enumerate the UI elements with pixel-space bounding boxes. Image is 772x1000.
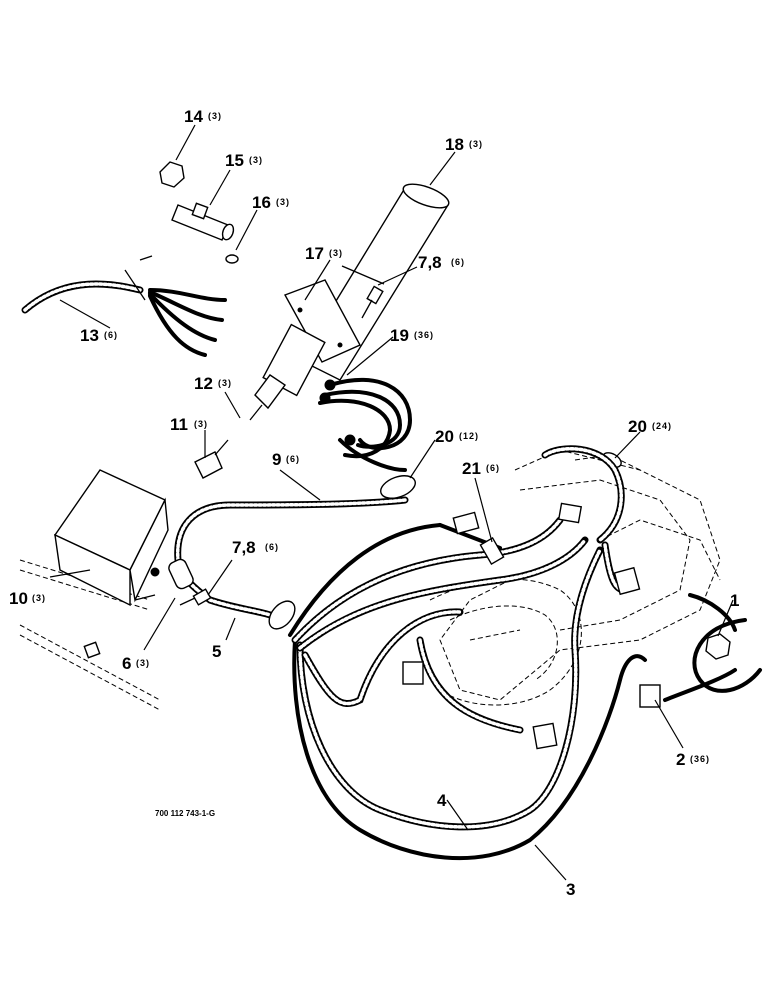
callout-3: 3 bbox=[566, 880, 575, 899]
svg-text:(3): (3) bbox=[249, 155, 263, 165]
part-9-hose bbox=[174, 496, 409, 624]
part-2-sensors bbox=[402, 502, 661, 750]
part-3-hose bbox=[292, 638, 647, 861]
callout-16: 16 (3) bbox=[252, 193, 290, 212]
part-7-8-bolt-upper bbox=[361, 285, 384, 319]
callout-2: 2 (36) bbox=[676, 750, 710, 769]
callout-6: 6 (3) bbox=[122, 654, 150, 673]
svg-text:10: 10 bbox=[9, 589, 28, 608]
svg-text:(3): (3) bbox=[208, 111, 222, 121]
callout-15: 15 (3) bbox=[225, 151, 263, 170]
part-20-clamp-upper bbox=[380, 475, 416, 499]
svg-text:1: 1 bbox=[730, 591, 739, 610]
svg-text:(3): (3) bbox=[469, 139, 483, 149]
svg-text:3: 3 bbox=[566, 880, 575, 899]
svg-text:(6): (6) bbox=[104, 330, 118, 340]
part-7-8-bolt-lower bbox=[179, 588, 212, 606]
hose-bundle-center bbox=[288, 445, 737, 734]
part-4-hose bbox=[296, 546, 604, 831]
svg-text:21: 21 bbox=[462, 459, 481, 478]
svg-text:7,8: 7,8 bbox=[232, 538, 256, 557]
callout-18: 18 (3) bbox=[445, 135, 483, 154]
svg-text:7,8: 7,8 bbox=[418, 253, 442, 272]
callout-1: 1 bbox=[730, 591, 739, 610]
svg-text:16: 16 bbox=[252, 193, 271, 212]
svg-text:(12): (12) bbox=[459, 431, 479, 441]
machine-frame-outline bbox=[429, 449, 721, 706]
callout-7-8-lower: 7,8 (6) bbox=[232, 538, 279, 557]
part-10-cover-box bbox=[53, 469, 169, 607]
svg-text:(3): (3) bbox=[276, 197, 290, 207]
svg-text:(3): (3) bbox=[32, 593, 46, 603]
callout-21: 21 (6) bbox=[462, 459, 500, 478]
svg-text:20: 20 bbox=[435, 427, 454, 446]
callout-5: 5 bbox=[212, 642, 221, 661]
svg-text:4: 4 bbox=[437, 791, 447, 810]
svg-text:19: 19 bbox=[390, 326, 409, 345]
svg-text:13: 13 bbox=[80, 326, 99, 345]
callout-13: 13 (6) bbox=[80, 326, 118, 345]
svg-text:(6): (6) bbox=[286, 454, 300, 464]
part-17-mount-plate bbox=[262, 279, 361, 397]
part-15-adapter bbox=[171, 202, 235, 241]
callout-7-8-upper: 7,8 (6) bbox=[418, 253, 465, 272]
svg-text:15: 15 bbox=[225, 151, 244, 170]
part-12-stem bbox=[249, 374, 286, 421]
svg-text:(6): (6) bbox=[486, 463, 500, 473]
svg-text:12: 12 bbox=[194, 374, 213, 393]
part-16-o-ring bbox=[225, 254, 239, 264]
part-21-sensor bbox=[452, 511, 505, 565]
callout-9: 9 (6) bbox=[272, 450, 300, 469]
callout-10: 10 (3) bbox=[9, 589, 46, 608]
svg-text:6: 6 bbox=[122, 654, 131, 673]
svg-text:(24): (24) bbox=[652, 421, 672, 431]
svg-text:14: 14 bbox=[184, 107, 203, 126]
svg-text:20: 20 bbox=[628, 417, 647, 436]
callout-4: 4 bbox=[437, 791, 447, 810]
callout-20-upper: 20 (12) bbox=[435, 427, 479, 446]
part-1-fitting bbox=[692, 618, 762, 693]
svg-text:18: 18 bbox=[445, 135, 464, 154]
part-11-fitting bbox=[194, 439, 229, 479]
svg-text:9: 9 bbox=[272, 450, 281, 469]
svg-text:5: 5 bbox=[212, 642, 221, 661]
callout-19: 19 (36) bbox=[390, 326, 434, 345]
svg-text:(6): (6) bbox=[265, 542, 279, 552]
svg-text:(3): (3) bbox=[329, 248, 343, 258]
figure-id: 700 112 743-1-G bbox=[155, 809, 215, 818]
svg-text:(36): (36) bbox=[690, 754, 710, 764]
part-19-hose-loops bbox=[318, 378, 413, 472]
callout-12: 12 (3) bbox=[194, 374, 232, 393]
svg-text:(3): (3) bbox=[136, 658, 150, 668]
part-13-hose-bundle bbox=[21, 255, 227, 357]
part-14-nut bbox=[159, 161, 185, 188]
leader-lines bbox=[49, 124, 734, 881]
svg-text:2: 2 bbox=[676, 750, 685, 769]
callout-20-right: 20 (24) bbox=[628, 417, 672, 436]
callout-17: 17 (3) bbox=[305, 244, 343, 263]
svg-text:(3): (3) bbox=[218, 378, 232, 388]
svg-text:(3): (3) bbox=[194, 419, 208, 429]
callout-14: 14 (3) bbox=[184, 107, 222, 126]
callout-11: 11 (3) bbox=[170, 415, 208, 434]
svg-text:11: 11 bbox=[170, 415, 188, 434]
part-6-fitting bbox=[150, 558, 194, 590]
svg-text:(6): (6) bbox=[451, 257, 465, 267]
washer-part bbox=[83, 641, 101, 659]
clamp-hose-junction bbox=[268, 600, 296, 630]
svg-text:(36): (36) bbox=[414, 330, 434, 340]
svg-text:17: 17 bbox=[305, 244, 324, 263]
